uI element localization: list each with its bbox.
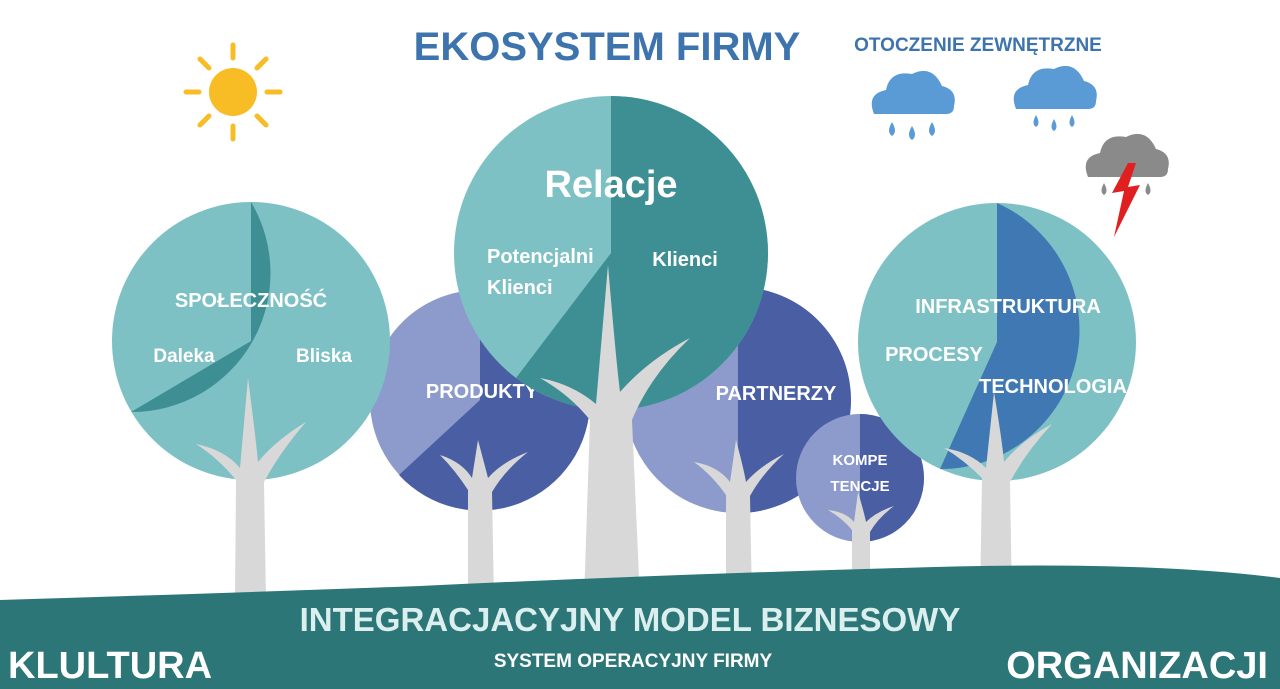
environment-label: OTOCZENIE ZEWNĘTRZNE xyxy=(854,35,1102,56)
ground-sub-label: SYSTEM OPERACYJNY FIRMY xyxy=(494,651,773,672)
organizacja-left: PROCESY xyxy=(885,344,983,366)
ground-right-label: ORGANIZACJI xyxy=(1006,645,1268,687)
trunk-partnerzy xyxy=(694,440,784,600)
spolecznosc-right: Bliska xyxy=(296,346,352,367)
relacje-left-line1: Potencjalni xyxy=(487,246,594,268)
rain-cloud-icon xyxy=(1013,65,1097,131)
organizacja-right: TECHNOLOGIA xyxy=(979,376,1127,398)
sun-icon xyxy=(183,42,283,142)
produkty-label: PRODUKTY xyxy=(426,381,539,403)
spolecznosc-left: Daleka xyxy=(153,346,215,367)
relacje-title: Relacje xyxy=(544,164,677,206)
relacje-right: Klienci xyxy=(652,249,718,271)
organizacja-top: INFRASTRUKTURA xyxy=(915,296,1101,318)
kompetencje-line2: TENCJE xyxy=(830,478,889,495)
trunk-organizacja xyxy=(944,392,1052,600)
crown-organizacja xyxy=(858,203,1136,481)
trunk-kompetencje xyxy=(828,492,894,600)
tree-spolecznosc: SPOŁECZNOŚĆ Daleka Bliska xyxy=(112,202,390,600)
relacje-left-line2: Klienci xyxy=(487,277,553,299)
spolecznosc-title: SPOŁECZNOŚĆ xyxy=(175,288,327,312)
ground-left-label: KLULTURA xyxy=(8,645,212,687)
trunk-produkty xyxy=(440,440,528,600)
kompetencje-line1: KOMPE xyxy=(832,452,887,469)
storm-cloud-icon xyxy=(1085,133,1169,237)
tree-organizacja: INFRASTRUKTURA PROCESY TECHNOLOGIA xyxy=(858,203,1136,600)
rain-cloud-icon xyxy=(871,70,955,140)
crown-spolecznosc xyxy=(112,202,390,480)
tree-relacje: Relacje Potencjalni Klienci Klienci xyxy=(454,96,768,600)
trunk-spolecznosc xyxy=(196,378,306,600)
partnerzy-label: PARTNERZY xyxy=(716,383,837,405)
crown-relacje xyxy=(454,96,768,410)
ground xyxy=(0,565,1280,689)
ground-main-label: INTEGRACJACYJNY MODEL BIZNESOWY xyxy=(300,601,961,638)
page-title: EKOSYSTEM FIRMY xyxy=(414,25,801,69)
trunk-relacje xyxy=(540,265,690,600)
